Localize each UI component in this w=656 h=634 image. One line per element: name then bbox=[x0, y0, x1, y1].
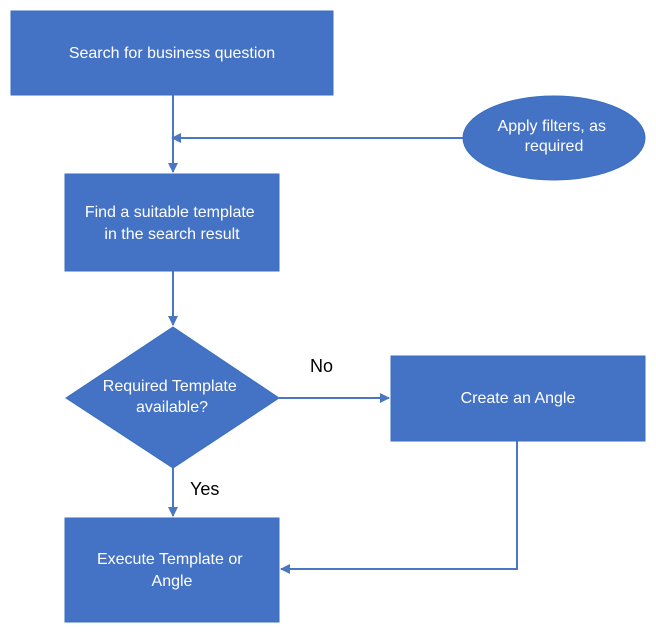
node-find-template: Find a suitable template in the search r… bbox=[64, 173, 280, 272]
node-create-angle-box bbox=[390, 355, 646, 442]
node-decision-diamond bbox=[65, 326, 280, 469]
edge-create-to-execute bbox=[280, 441, 518, 574]
node-create-angle: Create an Angle bbox=[390, 355, 646, 442]
node-decision-label: Required Template available? bbox=[103, 378, 241, 416]
node-filters: Apply filters, as required bbox=[462, 95, 646, 181]
edges bbox=[168, 95, 518, 574]
node-search: Search for business question bbox=[10, 10, 334, 96]
node-search-label: Search for business question bbox=[69, 45, 275, 62]
edge-label-yes: Yes bbox=[190, 479, 219, 499]
node-execute-label: Execute Template or Angle bbox=[97, 551, 247, 590]
node-filters-label: Apply filters, as required bbox=[498, 118, 611, 155]
edge-label-no: No bbox=[310, 356, 333, 376]
node-find-template-label: Find a suitable template in the search r… bbox=[85, 204, 259, 243]
node-search-box bbox=[10, 10, 334, 96]
node-decision: Required Template available? bbox=[65, 326, 280, 469]
node-filters-oval bbox=[462, 95, 646, 181]
node-create-angle-label: Create an Angle bbox=[461, 390, 576, 407]
node-execute: Execute Template or Angle bbox=[64, 517, 280, 623]
node-find-template-box bbox=[64, 173, 280, 272]
node-execute-box bbox=[64, 517, 280, 623]
